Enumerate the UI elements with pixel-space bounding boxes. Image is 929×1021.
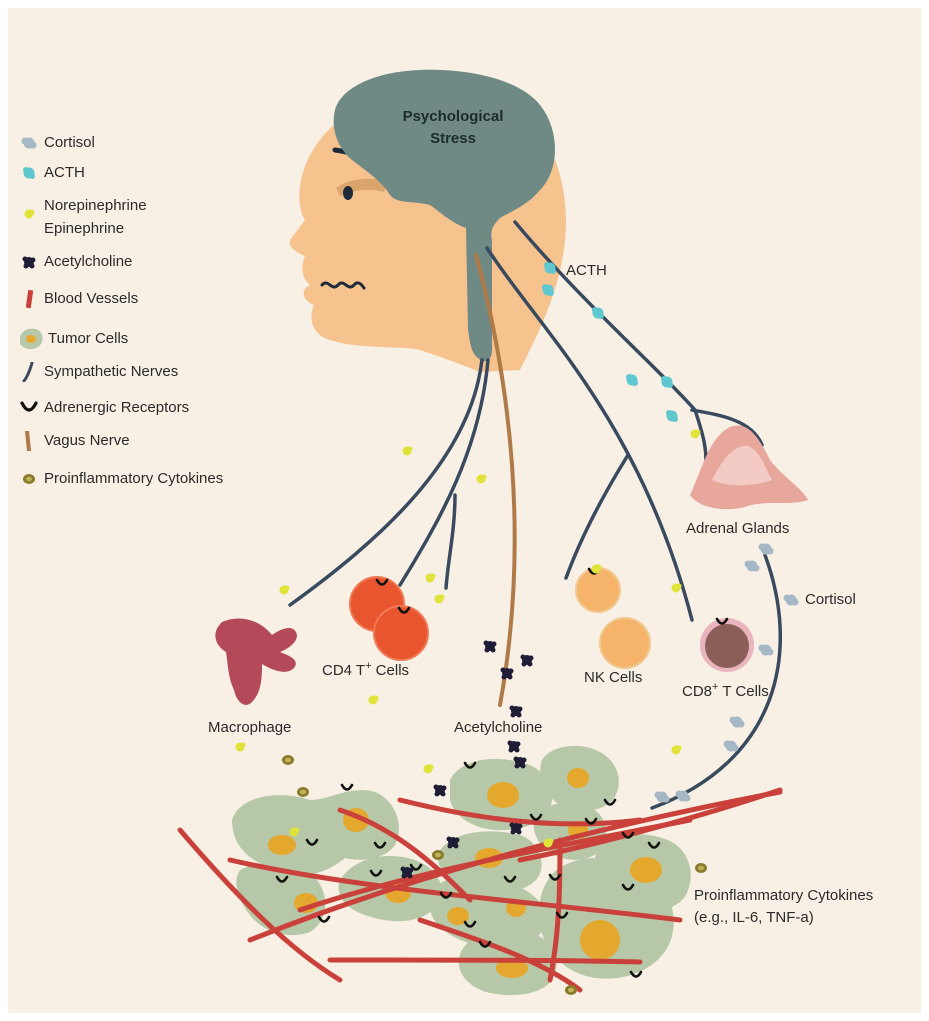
legend-label: Adrenergic Receptors [44, 398, 189, 418]
sympathetic-nerve-icon [18, 362, 40, 382]
brain-label: Psychological Stress [378, 106, 528, 150]
macrophage-label: Macrophage [208, 719, 291, 736]
legend-label: Proinflammatory Cytokines [44, 469, 223, 489]
cd4-cells-label: CD4 T+ Cells [322, 660, 409, 679]
nk-cells-label: NK Cells [584, 669, 642, 686]
cd4-cells [350, 577, 428, 660]
legend-item-tumor-cells: Tumor Cells [18, 327, 128, 351]
cytokines-label: Proinflammatory Cytokines (e.g., IL-6, T… [694, 885, 873, 929]
legend-item-sympathetic-nerves: Sympathetic Nerves [18, 362, 178, 382]
adrenal-gland [690, 426, 808, 510]
acth-molecules [542, 262, 678, 422]
legend-item-acetylcholine: Acetylcholine [18, 252, 132, 272]
eye [343, 186, 353, 200]
tumor-cell-icon [18, 327, 44, 351]
norepinephrine-icon [18, 204, 40, 224]
cd8-label-prefix: CD8 [682, 683, 712, 700]
cortisol-label: Cortisol [805, 591, 856, 608]
nk-cells [576, 568, 650, 668]
legend-item-cytokines: Proinflammatory Cytokines [18, 469, 223, 489]
brain-label-line2: Stress [430, 130, 476, 147]
acetylcholine-icon [18, 252, 40, 272]
legend-label: ACTH [44, 163, 85, 183]
legend-item-adrenergic-receptors: Adrenergic Receptors [18, 398, 189, 418]
legend-item-norepinephrine: Norepinephrine Epinephrine [18, 194, 147, 240]
legend-label: Blood Vessels [44, 289, 138, 309]
legend-item-blood-vessels: Blood Vessels [18, 289, 138, 309]
vagus-nerve-icon [18, 431, 40, 451]
legend-label: Tumor Cells [48, 329, 128, 349]
legend-item-acth: ACTH [18, 163, 85, 183]
blood-vessel-icon [18, 289, 40, 309]
legend-label-2: Epinephrine [44, 220, 124, 237]
cytokine-icon [18, 469, 40, 489]
acth-label: ACTH [566, 262, 607, 279]
brain-label-line1: Psychological [403, 108, 504, 125]
nerve-macrophage [290, 360, 482, 605]
legend-item-vagus-nerve: Vagus Nerve [18, 431, 130, 451]
legend-label: Norepinephrine [44, 197, 147, 214]
cytokines-label-line2: (e.g., IL-6, TNF-a) [694, 909, 814, 926]
cd4-label-prefix: CD4 T [322, 662, 365, 679]
legend-label: Vagus Nerve [44, 431, 130, 451]
cytokines-label-line1: Proinflammatory Cytokines [694, 887, 873, 904]
legend-label: Sympathetic Nerves [44, 362, 178, 382]
cd8-cells-label: CD8+ T Cells [682, 681, 769, 700]
adrenal-glands-label: Adrenal Glands [686, 520, 789, 537]
cd4-label-suffix: Cells [372, 662, 410, 679]
adrenergic-receptor-icon [18, 398, 40, 418]
acetylcholine-label: Acetylcholine [454, 719, 542, 736]
cortisol-icon [18, 133, 40, 153]
legend-label: Acetylcholine [44, 252, 132, 272]
legend-label: Cortisol [44, 133, 95, 153]
legend-item-cortisol: Cortisol [18, 133, 95, 153]
macrophage [215, 618, 297, 704]
acth-icon [18, 163, 40, 183]
nerve-nk [566, 455, 628, 578]
cd8-cell [700, 618, 754, 672]
nerve-cd4-b [446, 495, 455, 588]
cd8-label-suffix: T Cells [718, 683, 768, 700]
